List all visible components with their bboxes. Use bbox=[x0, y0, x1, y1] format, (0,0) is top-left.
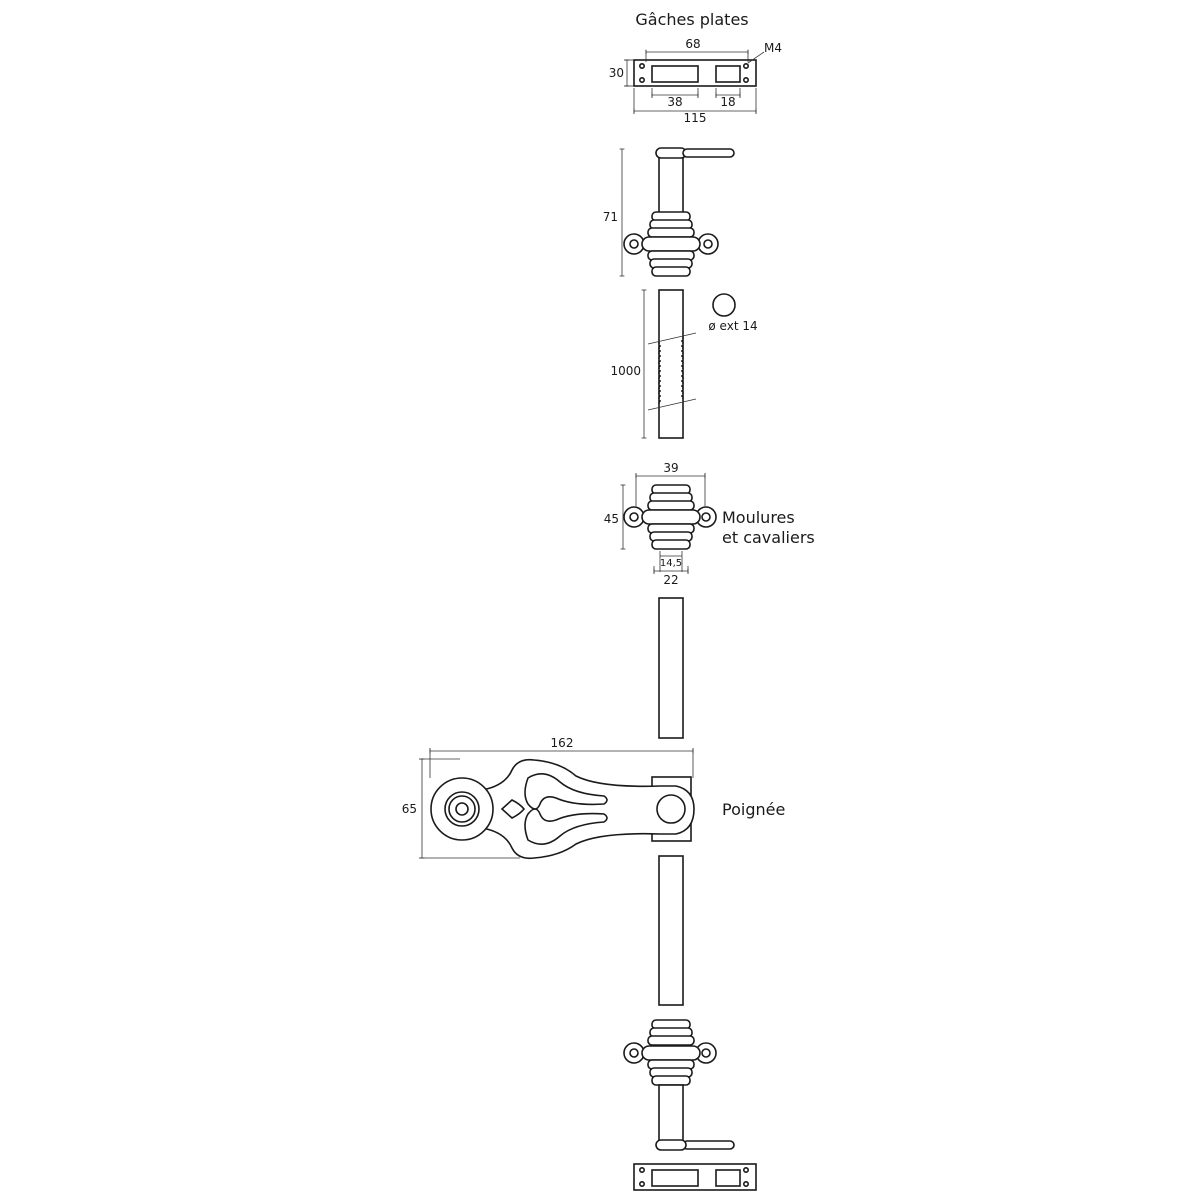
handle-knob bbox=[430, 777, 494, 841]
dim-handle-height: 65 bbox=[402, 758, 520, 859]
dim-rod-length: 1000 bbox=[610, 289, 647, 439]
handle-lever bbox=[481, 758, 695, 860]
handle-assembly bbox=[430, 758, 695, 860]
dim-plate-height: 30 bbox=[609, 59, 634, 87]
dim-handle-height-text: 65 bbox=[402, 802, 417, 816]
dim-handle-length-text: 162 bbox=[551, 736, 574, 750]
dim-molding-height: 45 bbox=[604, 484, 626, 550]
dim-plate-thread: M4 bbox=[747, 41, 782, 64]
dim-plate-slot-2-text: 18 bbox=[720, 95, 735, 109]
dim-plate-slot-1-text: 38 bbox=[667, 95, 682, 109]
strike-plates-title: Gâches plates bbox=[635, 10, 748, 29]
rod-end-bottom bbox=[655, 1084, 735, 1151]
molding-bottom bbox=[623, 1019, 717, 1086]
dim-plate-height-text: 30 bbox=[609, 66, 624, 80]
dim-rod-diameter-text: ø ext 14 bbox=[708, 319, 757, 333]
dim-plate-slot-2: 18 bbox=[715, 88, 741, 109]
dim-molding-width-text: 39 bbox=[663, 461, 678, 475]
dim-molding-outer-text: 22 bbox=[663, 573, 678, 587]
strike-plate-top bbox=[633, 59, 757, 87]
dim-molding-width: 39 bbox=[635, 461, 706, 506]
rod-segment-middle bbox=[658, 597, 684, 739]
dim-molding-inner: 14,5 bbox=[659, 551, 683, 572]
rod-end-top bbox=[655, 147, 735, 217]
dim-plate-length-text: 68 bbox=[685, 37, 700, 51]
dim-molding-height-text: 45 bbox=[604, 512, 619, 526]
dim-plate-thread-text: M4 bbox=[764, 41, 782, 55]
rod-segment-lower bbox=[658, 855, 684, 1006]
dim-top-rod-height-text: 71 bbox=[603, 210, 618, 224]
dim-molding-outer: 22 bbox=[653, 566, 689, 587]
moldings-label-line1: Moulures bbox=[722, 508, 795, 527]
molding-top bbox=[623, 211, 719, 277]
molding-detail bbox=[623, 484, 717, 550]
dim-plate-total-text: 115 bbox=[684, 111, 707, 125]
rod-cross-section: ø ext 14 bbox=[708, 293, 758, 333]
dim-plate-length: 68 bbox=[645, 37, 749, 62]
strike-plate-bottom bbox=[633, 1163, 757, 1191]
dim-rod-length-text: 1000 bbox=[610, 364, 641, 378]
dim-plate-slot-1: 38 bbox=[651, 88, 699, 109]
handle-label: Poignée bbox=[722, 800, 785, 819]
rod-section bbox=[647, 289, 697, 439]
moldings-label-line2: et cavaliers bbox=[722, 528, 815, 547]
dim-handle-length: 162 bbox=[429, 736, 694, 778]
dim-top-rod-height: 71 bbox=[603, 148, 625, 277]
dim-plate-total: 115 bbox=[633, 88, 757, 125]
dim-molding-inner-text: 14,5 bbox=[660, 558, 682, 569]
